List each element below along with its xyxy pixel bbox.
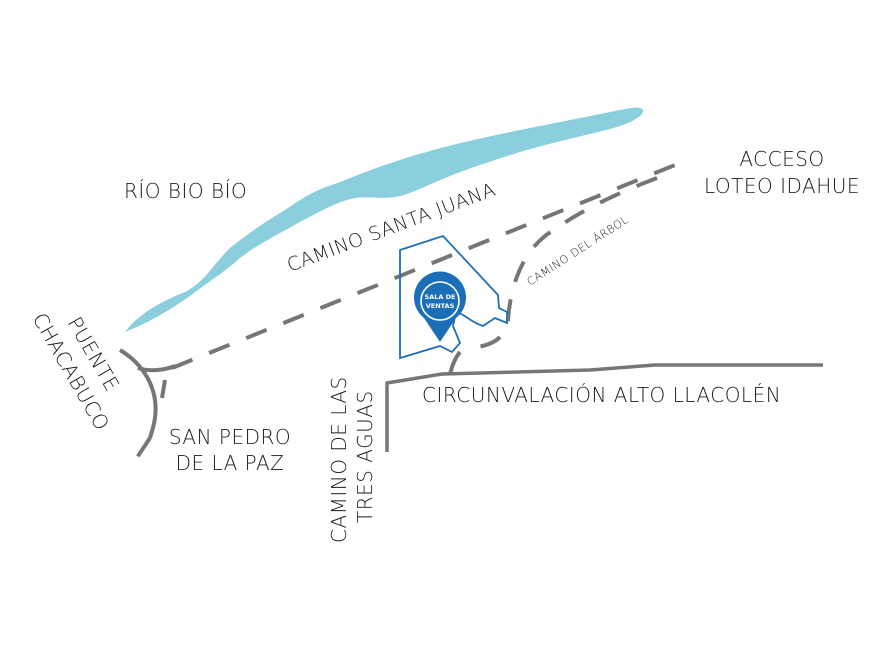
road-junction-curve bbox=[137, 364, 176, 373]
label-tres-aguas-line2: TRES AGUAS bbox=[353, 390, 377, 523]
label-circunvalacion: CIRCUNVALACIÓN ALTO LLACOLÉN bbox=[422, 383, 781, 407]
label-san-pedro-line2: DE LA PAZ bbox=[176, 451, 285, 475]
road-camino-del-arbol bbox=[469, 176, 658, 350]
river-bio-bio bbox=[125, 107, 644, 333]
road-camino-santa-juana bbox=[171, 161, 681, 370]
road-circunvalacion bbox=[385, 363, 823, 452]
label-acceso-line2: LOTEO IDAHUE bbox=[704, 174, 860, 198]
label-rio-bio-bio: RÍO BIO BÍO bbox=[124, 179, 247, 203]
sala-de-ventas-marker[interactable]: SALA DE VENTAS bbox=[413, 271, 467, 342]
label-acceso-line1: ACCESO bbox=[739, 147, 824, 171]
road-san-pedro-dash bbox=[132, 436, 152, 464]
label-camino-del-arbol: CAMINO DEL ÁRBOL bbox=[525, 213, 631, 288]
label-tres-aguas-line1: CAMINO DE LAS bbox=[327, 376, 351, 543]
road-connector bbox=[448, 350, 462, 375]
lot-outline bbox=[399, 234, 508, 360]
road-puente-chacabuco bbox=[118, 348, 158, 439]
marker-label-line1: SALA DE bbox=[425, 293, 456, 301]
marker-label-line2: VENTAS bbox=[426, 302, 455, 310]
map-pin-icon bbox=[413, 271, 467, 342]
pin-inner-ring bbox=[420, 281, 460, 321]
label-san-pedro-line1: SAN PEDRO bbox=[169, 425, 291, 449]
road-junction-stub bbox=[160, 379, 167, 399]
